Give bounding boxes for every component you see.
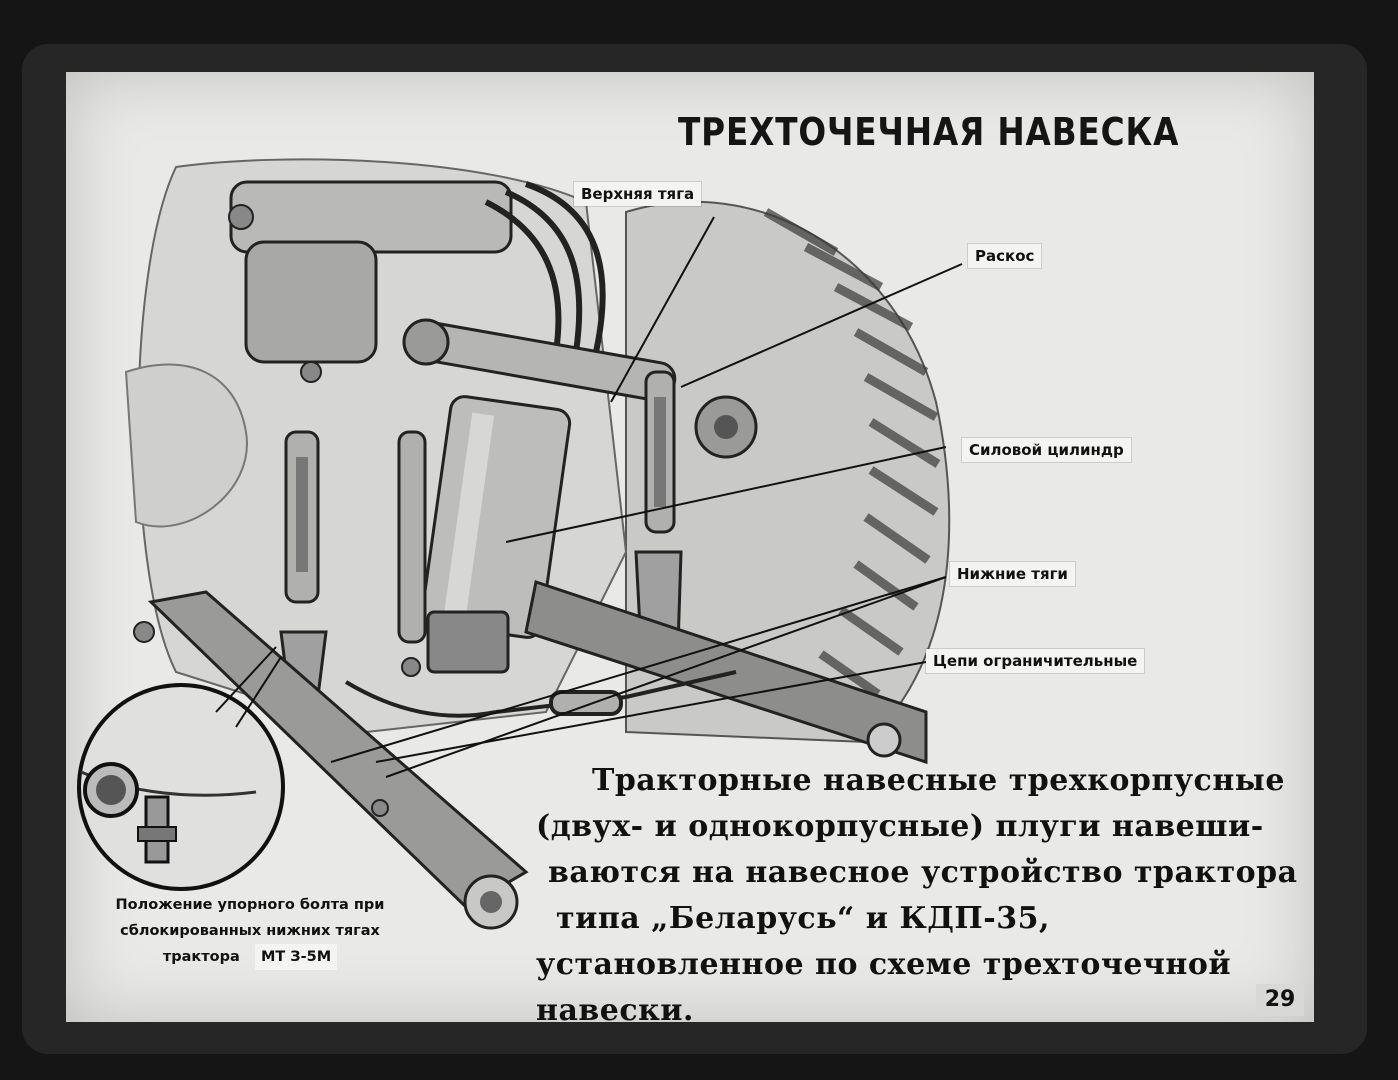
- inset-caption-model: МТ З-5М: [254, 944, 338, 970]
- description-line-1: Тракторные навесные трехкорпусные: [592, 763, 1285, 798]
- middle-lift-rod: [397, 430, 427, 677]
- label-pointer-lines: [215, 216, 963, 778]
- stop-bolt-inset: [77, 683, 285, 891]
- description-line-5: установленное по схеме трехточечной: [536, 947, 1232, 982]
- inset-caption: Положение упорного болта при сблокирован…: [72, 892, 428, 970]
- description-line-6: навески.: [536, 993, 694, 1022]
- inset-caption-line-1: Положение упорного болта при: [115, 897, 385, 913]
- upper-link: [402, 318, 758, 459]
- power-cylinder: [420, 395, 572, 674]
- tractor-tire: [625, 200, 951, 744]
- upper-rocker-shaft: [228, 180, 513, 383]
- description-line-4: типа „Беларусь“ и КДП-35,: [556, 901, 1050, 936]
- inset-caption-line-3: трактора МТ З-5М: [72, 944, 428, 970]
- description-line-3: ваются на навесное устройство трактора: [548, 855, 1298, 890]
- label-brace: Раскос: [968, 244, 1042, 268]
- description-line-2: (двух- и однокорпусные) плуги навеши-: [536, 809, 1264, 844]
- limit-chain: [344, 670, 737, 718]
- inset-caption-line-2: сблокированных нижних тягах: [120, 923, 380, 939]
- page-number: 29: [1256, 984, 1304, 1016]
- label-power-cylinder: Силовой цилиндр: [962, 438, 1131, 462]
- slide-description: Тракторные навесные трехкорпусные (двух-…: [536, 758, 1298, 1022]
- right-lower-link: [524, 580, 928, 765]
- slide: ТРЕХТОЧЕЧНАЯ НАВЕСКА Верхняя тяга Раскос…: [66, 72, 1314, 1022]
- label-upper-link: Верхняя тяга: [574, 182, 702, 206]
- label-limit-chains: Цепи ограничительные: [926, 649, 1145, 673]
- inset-caption-tractor: трактора: [162, 949, 240, 965]
- slide-title: ТРЕХТОЧЕЧНАЯ НАВЕСКА: [678, 110, 1180, 154]
- label-lower-links: Нижние тяги: [950, 562, 1075, 586]
- left-lower-link: [133, 590, 529, 930]
- three-point-hitch-illustration: [77, 158, 963, 930]
- hydraulic-hoses: [484, 181, 606, 353]
